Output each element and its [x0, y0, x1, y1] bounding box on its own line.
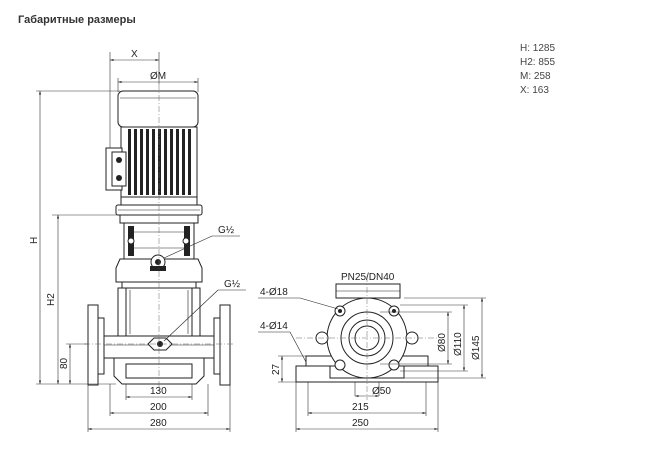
g-top-label: G½	[218, 225, 235, 236]
dim-d110: Ø110	[400, 304, 468, 372]
dim-215-label: 215	[352, 402, 369, 413]
dim-m: ØM	[117, 71, 199, 92]
dim-27: 27	[271, 355, 306, 383]
leader-hole18: 4-Ø18	[258, 287, 339, 310]
dim-d50: Ø50	[354, 382, 391, 398]
dim-80-left: 80	[59, 343, 88, 384]
outlet-flange	[219, 304, 231, 386]
hole14-label: 4-Ø14	[260, 321, 288, 332]
spec-m: M: 258	[520, 71, 551, 82]
dim-280: 280	[87, 385, 231, 432]
pn-label: PN25/DN40	[341, 272, 395, 283]
dim-x-label: X	[131, 49, 138, 60]
flange-view	[295, 276, 439, 400]
motor-fins	[128, 129, 191, 195]
dim-d145-label: Ø145	[471, 335, 482, 360]
leader-g-mid: G½	[163, 279, 246, 342]
dim-x: X	[109, 49, 160, 148]
spec-x: X: 163	[520, 85, 549, 96]
dim-27-label: 27	[271, 363, 282, 375]
dim-h-label: H	[29, 237, 40, 244]
front-view	[84, 84, 234, 392]
spec-h: H: 1285	[520, 43, 556, 54]
dim-200-label: 200	[150, 402, 167, 413]
leader-hole14: 4-Ø14	[258, 321, 307, 363]
inlet-flange	[87, 304, 99, 386]
dim-130: 130	[125, 384, 193, 400]
dim-h2: H2	[46, 214, 118, 384]
g-mid-label: G½	[224, 279, 241, 290]
dim-d80-label: Ø80	[437, 333, 448, 352]
specs-list: H: 1285 H2: 855 M: 258 X: 163	[520, 42, 555, 98]
dim-280-label: 280	[150, 418, 167, 429]
vent-plug	[150, 254, 166, 271]
dim-d80: Ø80	[380, 311, 452, 365]
dim-250: 250	[295, 382, 439, 432]
spec-h2: H2: 855	[520, 57, 556, 68]
dim-d50-label: Ø50	[372, 386, 391, 397]
page-title: Габаритные размеры	[18, 14, 136, 26]
dim-d145: Ø145	[404, 297, 486, 379]
dim-h2-label: H2	[46, 293, 57, 306]
hole18-label: 4-Ø18	[260, 287, 288, 298]
dim-m-label: ØM	[150, 71, 166, 82]
dim-200: 200	[109, 384, 209, 416]
leader-g-top: G½	[163, 225, 240, 259]
dim-d110-label: Ø110	[453, 332, 464, 356]
dim-h: H	[29, 90, 120, 385]
dim-250-label: 250	[352, 418, 369, 429]
bolt-holes	[334, 305, 400, 371]
dim-80-left-label: 80	[59, 357, 70, 369]
motor-fan-cover	[117, 90, 199, 128]
dim-215: 215	[307, 382, 427, 416]
dim-130-label: 130	[150, 386, 167, 397]
